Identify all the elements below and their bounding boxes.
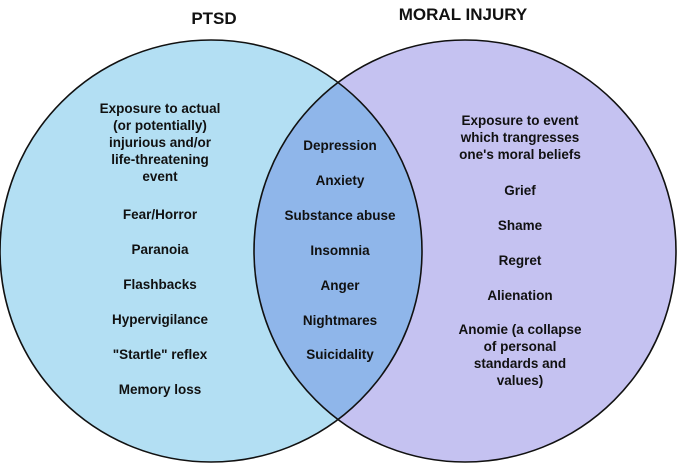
- moral-injury-title: MORAL INJURY: [399, 5, 528, 24]
- ptsd-item: Fear/Horror: [123, 207, 198, 222]
- ptsd-item: Exposure to actual: [100, 101, 221, 116]
- moral-injury-item: of personal: [484, 339, 557, 354]
- moral-injury-item: Regret: [499, 253, 542, 268]
- ptsd-item: event: [142, 169, 178, 184]
- ptsd-title: PTSD: [191, 9, 236, 28]
- ptsd-item: life-threatening: [111, 152, 209, 167]
- ptsd-items: Exposure to actual (or potentially) inju…: [100, 101, 221, 397]
- moral-injury-circle-outline: [253, 39, 677, 463]
- moral-injury-item: values): [497, 373, 544, 388]
- moral-injury-item: Grief: [504, 183, 536, 198]
- moral-injury-item: Shame: [498, 218, 543, 233]
- ptsd-item: "Startle" reflex: [113, 347, 208, 362]
- overlap-item: Insomnia: [310, 243, 370, 258]
- ptsd-item: (or potentially): [113, 118, 207, 133]
- overlap-item: Anger: [320, 278, 360, 293]
- overlap-item: Suicidality: [306, 347, 374, 362]
- ptsd-item: injurious and/or: [109, 135, 212, 150]
- moral-injury-item: one's moral beliefs: [459, 147, 581, 162]
- overlap-item: Depression: [303, 138, 377, 153]
- overlap-item: Substance abuse: [284, 208, 396, 223]
- ptsd-item: Hypervigilance: [112, 312, 209, 327]
- moral-injury-item: Anomie (a collapse: [458, 322, 582, 337]
- overlap-items: Depression Anxiety Substance abuse Insom…: [284, 138, 396, 362]
- moral-injury-item: Exposure to event: [461, 113, 579, 128]
- ptsd-circle-outline: [0, 39, 423, 463]
- ptsd-item: Flashbacks: [123, 277, 197, 292]
- moral-injury-item: Alienation: [487, 288, 552, 303]
- overlap-item: Nightmares: [303, 313, 377, 328]
- moral-injury-item: which trangresses: [460, 130, 580, 145]
- overlap-item: Anxiety: [316, 173, 365, 188]
- moral-injury-item: standards and: [474, 356, 566, 371]
- ptsd-item: Paranoia: [131, 242, 189, 257]
- moral-injury-items: Exposure to event which trangresses one'…: [458, 113, 582, 388]
- ptsd-item: Memory loss: [119, 382, 202, 397]
- overlap-region: [254, 40, 422, 462]
